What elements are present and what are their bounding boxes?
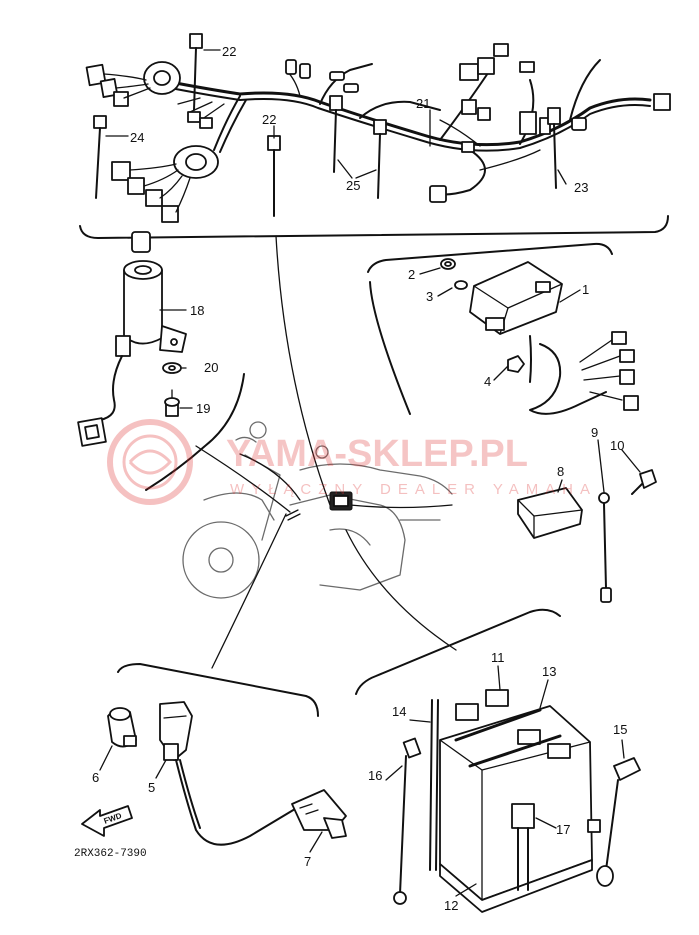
ground-lead-9: [598, 492, 612, 603]
watermark-title: YAMA-SKLEP.PL: [226, 433, 528, 475]
screw-19: [164, 389, 180, 417]
harness-connector-left-cluster: [85, 61, 181, 107]
bracket-cdi-side: [369, 281, 411, 415]
drawing-code: 2RX362-7390: [74, 848, 147, 860]
main-switch: [77, 231, 187, 447]
spark-plug-cap-7: [291, 789, 347, 839]
battery-lead-16: [393, 737, 422, 905]
label-part-25: 25: [346, 178, 360, 193]
label-part-10: 10: [610, 438, 624, 453]
harness-terminals-top: [187, 59, 359, 129]
label-part-22-top: 22: [222, 44, 236, 59]
bolt-2: [440, 258, 456, 270]
label-part-22-mid: 22: [262, 112, 276, 127]
label-part-15: 15: [613, 722, 627, 737]
callout-leaders: [99, 49, 641, 897]
battery-band-17: [511, 803, 535, 891]
bracket-switch: [145, 373, 245, 491]
battery-lead-15: [587, 757, 641, 887]
label-part-8: 8: [557, 464, 564, 479]
label-part-19: 19: [196, 401, 210, 416]
bolt-10: [631, 469, 657, 495]
harness-connectors-right: [429, 43, 671, 203]
washer-20: [162, 362, 182, 374]
bracket-cdi: [367, 242, 613, 273]
label-part-23: 23: [574, 180, 588, 195]
cable-tie-25b: [373, 119, 387, 199]
harness-connector-main-switch: [111, 145, 219, 223]
nut-4: [507, 355, 525, 373]
cap-6: [107, 707, 137, 748]
watermark-subtitle: WYŁĄCZNY DEALER YAMAHA: [230, 481, 590, 498]
label-part-2: 2: [408, 267, 415, 282]
battery-tray-12: [439, 859, 593, 913]
cable-tie-23: [547, 107, 561, 189]
label-part-6: 6: [92, 770, 99, 785]
label-part-1: 1: [582, 282, 589, 297]
fwd-arrow: [81, 805, 133, 837]
wire-harness: [148, 59, 652, 196]
cable-tie-22-top: [189, 33, 203, 111]
label-part-18: 18: [190, 303, 204, 318]
label-part-20: 20: [204, 360, 218, 375]
cable-tie-22-mid: [267, 135, 281, 217]
label-part-11: 11: [491, 650, 505, 665]
label-part-13: 13: [542, 664, 556, 679]
leader-tail: [239, 453, 301, 501]
label-part-3: 3: [426, 289, 433, 304]
ignition-coil-5: [159, 701, 301, 846]
leader-harness-to-frame: [275, 235, 331, 506]
relay-8: [517, 487, 583, 539]
leader-switch-to-frame: [195, 445, 291, 513]
label-part-4: 4: [484, 374, 491, 389]
motorcycle-outline: [182, 421, 453, 599]
label-part-12: 12: [444, 898, 458, 913]
label-part-14: 14: [392, 704, 406, 719]
breather-pipe-14: [429, 699, 439, 871]
label-part-9: 9: [591, 425, 598, 440]
label-part-16: 16: [368, 768, 382, 783]
watermark-logo-icon: [107, 419, 193, 505]
cable-tie-25a: [329, 95, 343, 173]
label-part-7: 7: [304, 854, 311, 869]
leader-cdi-to-frame: [349, 504, 453, 509]
cable-tie-24: [93, 115, 107, 199]
label-part-24: 24: [130, 130, 144, 145]
frame-connector: [329, 491, 353, 511]
leader-coil-to-frame: [211, 513, 287, 669]
label-part-5: 5: [148, 780, 155, 795]
leader-battery-to-frame: [345, 529, 457, 651]
cdi-unit: [469, 261, 639, 415]
bracket-coil: [117, 663, 319, 717]
label-part-17: 17: [556, 822, 570, 837]
watermark: YAMA-SKLEP.PL WYŁĄCZNY DEALER YAMAHA: [107, 419, 590, 505]
frame-clip: [285, 509, 301, 521]
bracket-harness: [79, 215, 669, 239]
bracket-battery: [355, 608, 561, 695]
label-part-21: 21: [416, 96, 430, 111]
washer-3: [454, 280, 468, 290]
